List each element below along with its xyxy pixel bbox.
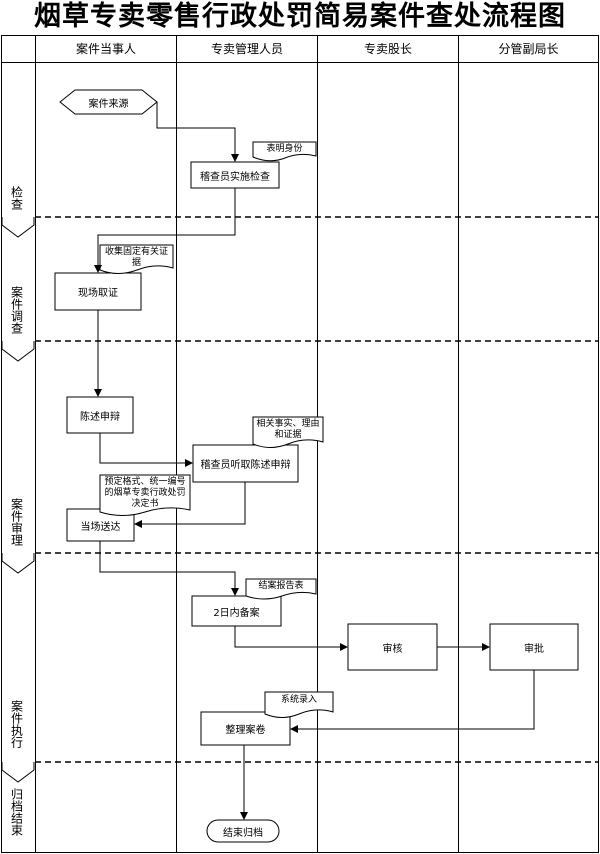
phase-label-execution: 案件执行 bbox=[9, 700, 24, 748]
inspector-hear-box bbox=[192, 444, 299, 483]
phase-separators bbox=[35, 216, 598, 763]
collect-evidence-doc bbox=[99, 244, 174, 274]
show-id-doc bbox=[252, 141, 317, 162]
page-title: 烟草专卖零售行政处罚简易案件查处流程图 bbox=[34, 1, 566, 32]
note-collect-evidence: 收集固定有关证据 bbox=[104, 247, 168, 268]
node-organize-file: 整理案卷 bbox=[225, 725, 266, 736]
column-header-section-chief: 专卖股长 bbox=[363, 42, 412, 56]
closing-report-doc bbox=[245, 578, 317, 600]
statement-defense-box bbox=[66, 396, 134, 434]
approve-box bbox=[489, 623, 579, 671]
connectors bbox=[94, 102, 535, 820]
review-box bbox=[347, 623, 438, 671]
column-header-staff: 专卖管理人员 bbox=[210, 42, 283, 56]
node-statement-defense: 陈述申辩 bbox=[80, 411, 120, 423]
node-record-2days: 2日内备案 bbox=[213, 607, 260, 619]
column-header-deputy-director: 分管副局长 bbox=[498, 42, 559, 56]
node-close-archive: 结束归档 bbox=[223, 827, 263, 839]
inspector-check-box bbox=[190, 161, 280, 189]
swimlane-grid bbox=[1, 35, 599, 853]
note-show-id: 表明身份 bbox=[266, 144, 303, 154]
decision-doc-shape bbox=[99, 474, 191, 516]
phase-label-trial: 案件审理 bbox=[9, 498, 24, 546]
note-closing-report: 结案报告表 bbox=[258, 581, 304, 591]
facts-reasons-doc bbox=[252, 416, 324, 448]
organize-file-box bbox=[200, 711, 291, 746]
node-approve: 审批 bbox=[524, 643, 544, 655]
phase-chevrons bbox=[1, 217, 35, 783]
node-case-source: 案件来源 bbox=[88, 98, 129, 110]
close-archive-shape bbox=[206, 819, 280, 843]
node-inspector-hear: 稽查员听取陈述申辩 bbox=[200, 460, 291, 471]
phase-label-inspection: 检查 bbox=[9, 186, 24, 210]
column-header-party: 案件当事人 bbox=[75, 42, 136, 56]
note-system-entry: 系统录入 bbox=[280, 695, 317, 705]
onsite-evidence-box bbox=[54, 272, 142, 311]
node-onsite-evidence: 现场取证 bbox=[78, 288, 118, 299]
phase-label-archive: 归档结束 bbox=[9, 788, 24, 836]
node-inspector-check: 稽查员实施检查 bbox=[200, 171, 270, 183]
system-entry-doc bbox=[264, 691, 334, 718]
node-review: 审核 bbox=[382, 643, 403, 655]
note-decision-doc: 预定格式、统一编号的烟草专卖行政处罚决定书 bbox=[104, 477, 186, 509]
note-facts-reasons: 相关事实、理由和证据 bbox=[256, 419, 320, 440]
phase-label-investigation: 案件调查 bbox=[9, 286, 24, 334]
node-onsite-delivery: 当场送达 bbox=[80, 521, 121, 533]
record-2days-box bbox=[191, 595, 282, 627]
